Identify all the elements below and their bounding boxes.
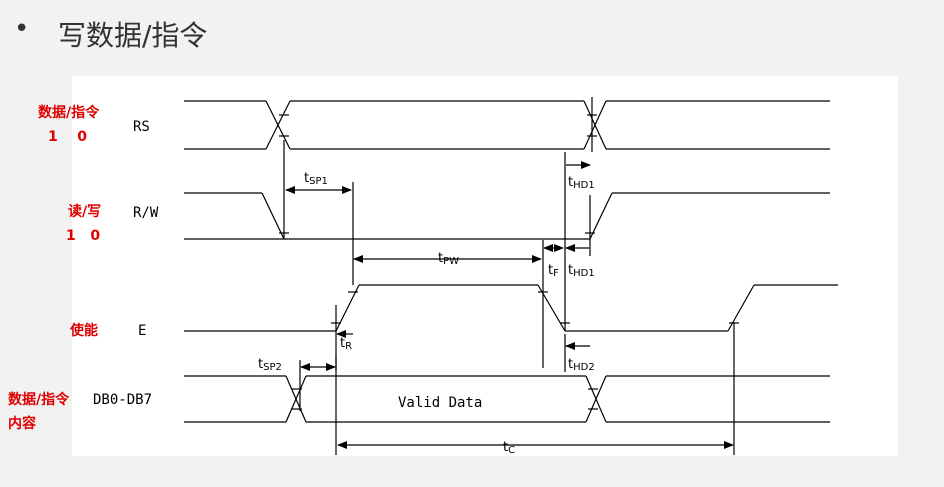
reference-lines [283, 97, 735, 455]
tf-label: tF [548, 263, 559, 279]
rw-cn-label: 读/写 [68, 203, 101, 220]
rs-waveform [184, 100, 830, 150]
e-cn-label: 使能 [69, 322, 98, 339]
rw-values-label: 1 0 [66, 228, 100, 244]
db-cn-label-line2: 内容 [8, 415, 36, 432]
crossing-ticks [279, 114, 739, 410]
rs-cn-label: 数据/指令 [38, 104, 100, 121]
thd1-label-top: tHD1 [568, 175, 595, 191]
rw-signal-name: R/W [133, 205, 159, 221]
thd1-label-bottom: tHD1 [568, 263, 595, 279]
thd2-label: tHD2 [568, 357, 595, 373]
tsp2-label: tSP2 [258, 357, 282, 373]
tsp1-label: tSP1 [304, 171, 328, 187]
valid-data-label: Valid Data [398, 395, 482, 411]
db-cn-label-line1: 数据/指令 [8, 391, 70, 408]
db-signal-name: DB0-DB7 [93, 392, 152, 408]
bullet-point: • [14, 14, 30, 44]
timing-diagram-panel [72, 76, 898, 456]
tc-label: tC [503, 440, 515, 456]
tpw-label: tPW [438, 251, 459, 267]
e-signal-name: E [138, 323, 146, 339]
tr-label: tR [340, 336, 352, 352]
rs-values-label: 1 0 [48, 129, 87, 145]
timing-arrows [285, 161, 734, 449]
db-waveform [184, 375, 830, 423]
e-waveform [184, 284, 838, 332]
page-title: 写数据/指令 [58, 19, 208, 52]
rs-signal-name: RS [133, 119, 150, 135]
rw-waveform [184, 192, 830, 240]
